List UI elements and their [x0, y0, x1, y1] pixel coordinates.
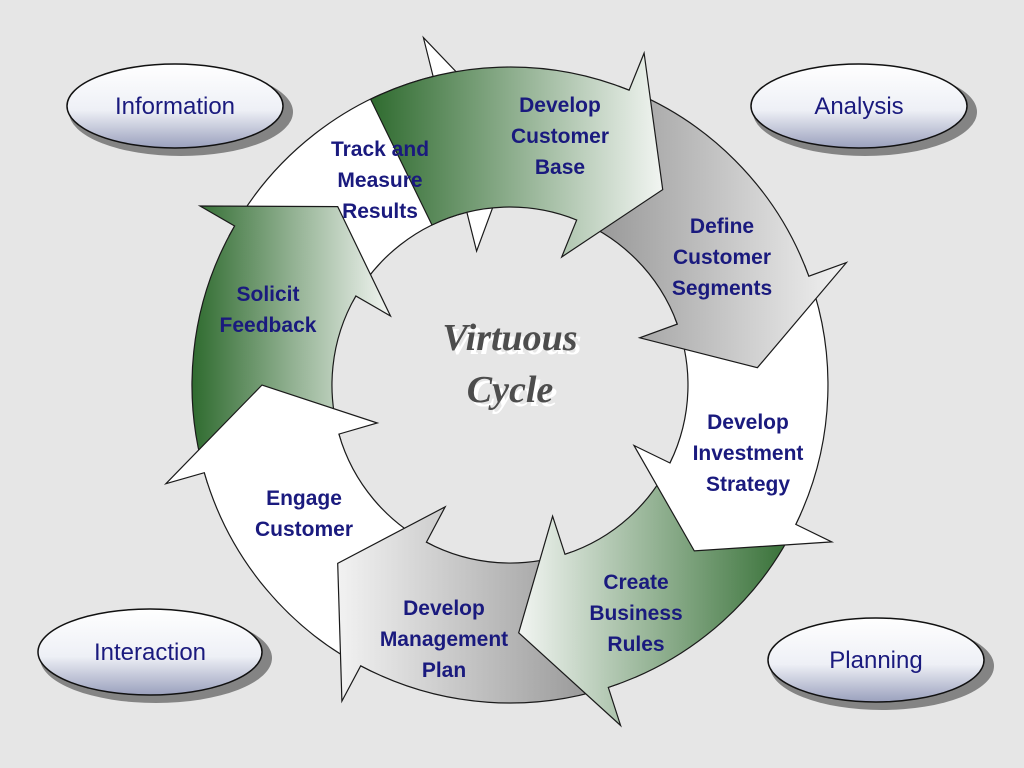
step-3-label-line-2: Investment: [693, 442, 804, 465]
step-5-label-line-2: Management: [380, 628, 508, 651]
step-labels: DevelopCustomerBaseDefineCustomerSegment…: [220, 94, 804, 682]
step-5-label-line-1: Develop: [403, 597, 485, 620]
center-title-line1: Virtuous: [442, 317, 577, 359]
step-8-label-line-2: Measure: [337, 169, 422, 192]
cycle-arrows: [163, 35, 849, 728]
step-1-label-line-2: Customer: [511, 125, 609, 148]
step-2-label-line-2: Customer: [673, 246, 771, 269]
step-8-label-line-3: Results: [342, 200, 418, 223]
step-7-label-line-1: Solicit: [236, 283, 299, 306]
cycle-arrow-1: [369, 50, 664, 259]
step-1-label-line-1: Develop: [519, 94, 601, 117]
step-4-label-line-1: Create: [603, 571, 668, 594]
corner-label-analysis: Analysis: [814, 93, 903, 120]
step-4-label-line-2: Business: [589, 602, 682, 625]
step-2-label-line-3: Segments: [672, 277, 772, 300]
step-6-label-line-2: Customer: [255, 518, 353, 541]
step-8-label-line-1: Track and: [331, 138, 429, 161]
step-3-label-line-1: Develop: [707, 411, 789, 434]
corner-label-planning: Planning: [829, 647, 922, 674]
step-2-label-line-1: Define: [690, 215, 754, 238]
corner-oval-analysis: Analysis: [750, 63, 977, 156]
corner-label-information: Information: [115, 93, 235, 120]
corner-label-interaction: Interaction: [94, 639, 206, 666]
corner-oval-interaction: Interaction: [37, 608, 272, 703]
step-6-label-line-1: Engage: [266, 487, 342, 510]
step-4-label-line-3: Rules: [607, 633, 664, 656]
center-title-line1-shadow: Virtuous: [446, 321, 581, 363]
center-title-line2: Cycle: [467, 369, 554, 411]
step-3-label-line-3: Strategy: [706, 473, 790, 496]
center-title: Virtuous Virtuous Cycle Cycle: [442, 317, 581, 415]
corner-oval-information: Information: [66, 63, 293, 156]
step-1-label-line-3: Base: [535, 156, 585, 179]
corner-oval-planning: Planning: [767, 617, 994, 710]
center-title-line2-shadow: Cycle: [471, 373, 558, 415]
step-7-label-line-2: Feedback: [220, 314, 317, 337]
step-5-label-line-3: Plan: [422, 659, 466, 682]
